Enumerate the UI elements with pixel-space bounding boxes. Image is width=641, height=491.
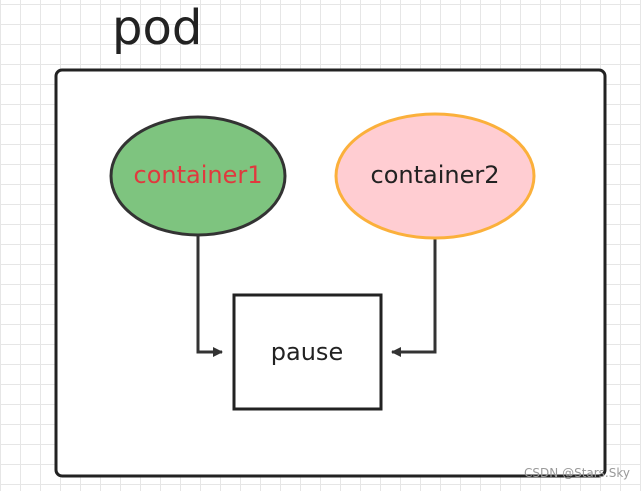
container1-node [109,115,287,237]
pod-box [54,68,607,478]
container1-label: container1 [134,161,263,189]
pod-title: pod [112,0,202,56]
edge-container1-to-pause [196,236,223,357]
pause-label: pause [271,338,343,366]
edge-container2-to-pause [391,238,437,357]
pause-node [232,293,383,411]
watermark-text: CSDN @Stars.Sky [524,466,630,480]
container2-node [334,112,536,240]
container2-label: container2 [371,161,500,189]
